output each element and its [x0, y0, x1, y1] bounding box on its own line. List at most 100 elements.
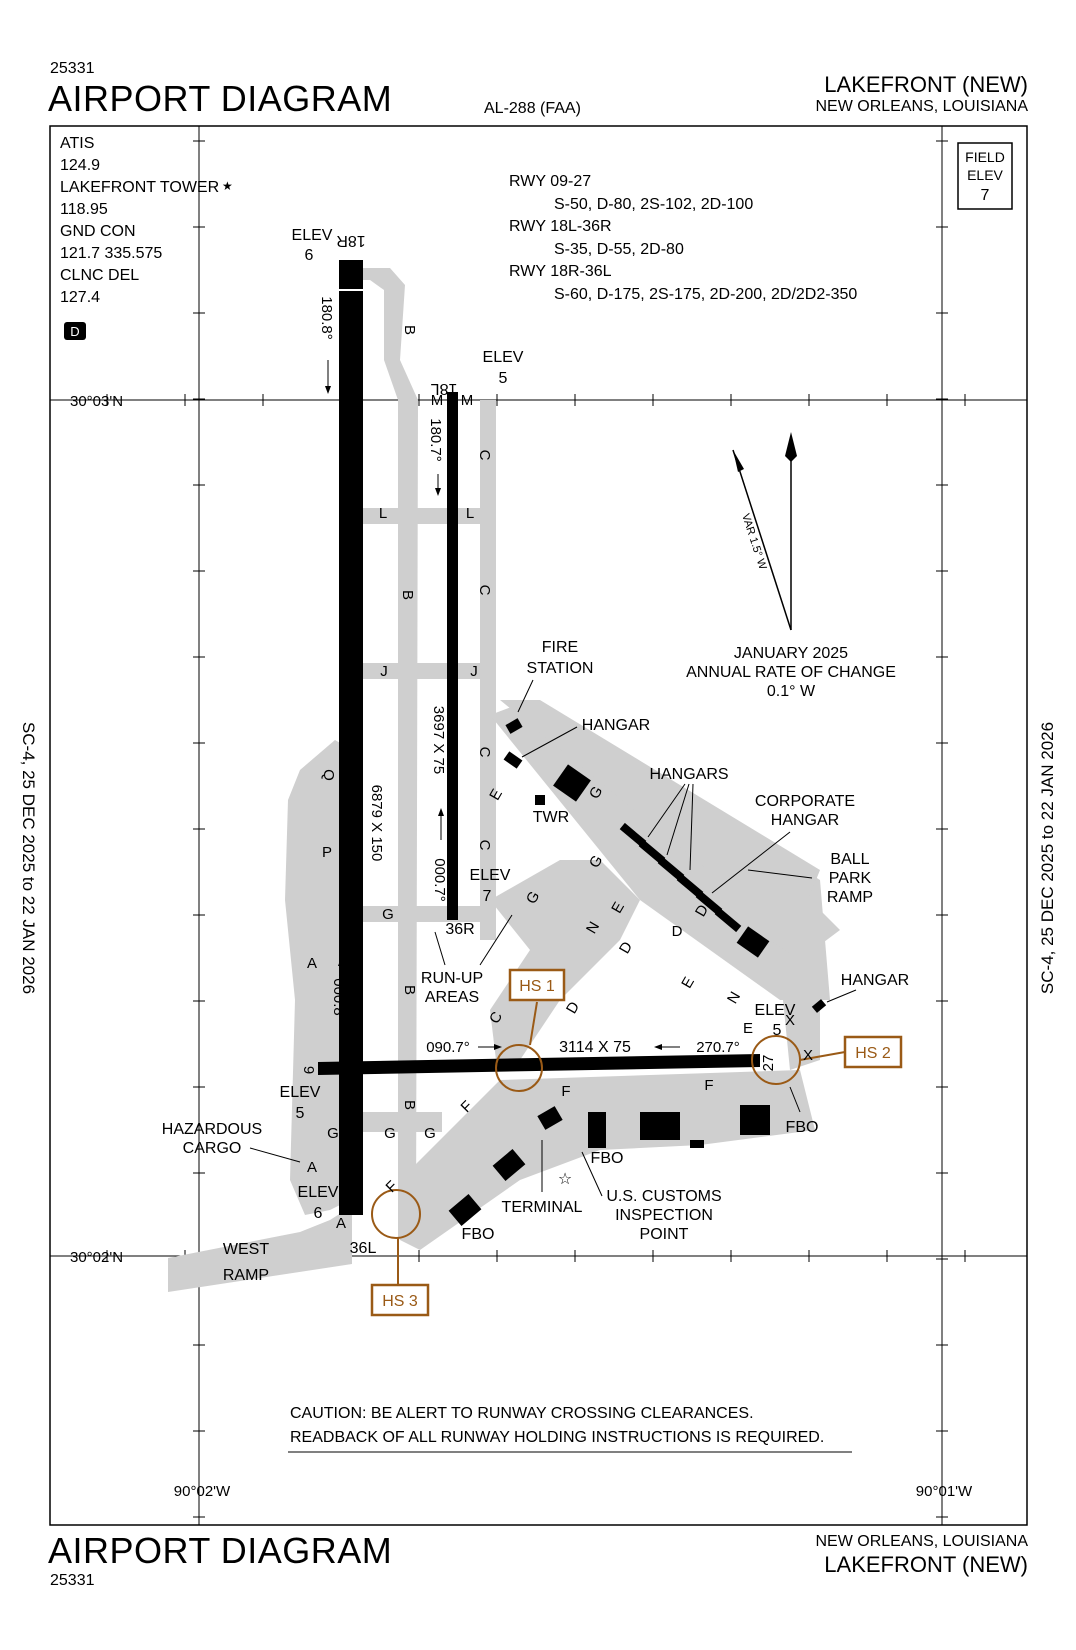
runway-end-9: 9: [300, 1066, 317, 1074]
hangar-building-small: [811, 999, 827, 1013]
runway-18r-36l-dimensions: 6879 X 150: [368, 785, 385, 862]
chart-id: 25331: [50, 60, 95, 77]
fire-station-building: [505, 718, 523, 734]
hot-spot-1-circle: [495, 1044, 543, 1092]
corporate-hangar-leader: [711, 831, 791, 894]
fbo-building-b: [740, 1105, 770, 1135]
runway-09-27-dimensions: 3114 X 75: [559, 1039, 631, 1056]
taxiway-c-label-4: C: [476, 840, 493, 851]
heading-090-7: 090.7°: [426, 1039, 470, 1056]
runway-end-36r: 36R: [445, 921, 474, 938]
taxiway-h-e-pavement: [490, 860, 640, 1060]
atis-label: ATIS: [60, 135, 94, 152]
elev-18l-value: 5: [499, 370, 508, 387]
twr-label: TWR: [533, 809, 569, 826]
runway-end-27: 27: [760, 1055, 777, 1072]
taxiway-e-label-3: E: [678, 974, 698, 991]
terminal-building-a: [537, 1106, 563, 1130]
hot-spot-2-label: HS 2: [855, 1045, 891, 1062]
taxiway-l-label-1: M: [431, 392, 444, 409]
hangars-leader-2: [666, 783, 690, 856]
tower-frequency: 118.95: [60, 201, 108, 218]
taxiway-c-label-2: C: [476, 585, 493, 596]
taxiway-n-label: N: [724, 989, 744, 1007]
corporate-hangar-label-1: CORPORATE: [755, 793, 855, 810]
var-label: VAR 1.5° W: [739, 512, 769, 571]
hot-spot-1-leader: [529, 1001, 538, 1046]
taxiway-a-pavement: [285, 740, 352, 1215]
footer-airport-name: LAKEFRONT (NEW): [824, 1552, 1028, 1577]
taxiway-e-label-4: E: [743, 1020, 753, 1037]
field-elev-line2: ELEV: [967, 167, 1003, 183]
taxiway-f-label-2: F: [704, 1077, 713, 1094]
grid-ticks: [106, 140, 966, 1518]
frequency-block: ATIS 124.9 LAKEFRONT TOWER ★ 118.95 GND …: [60, 135, 233, 340]
heading-000-7: 000.7°: [431, 858, 448, 902]
customs-label-3: POINT: [640, 1226, 689, 1243]
fbo-building-d: [448, 1193, 482, 1227]
hazardous-cargo-label-1: HAZARDOUS: [162, 1121, 262, 1138]
taxiway-a-label-1: A: [307, 955, 317, 972]
clearance-label: CLNC DEL: [60, 267, 139, 284]
hangars-leader-1: [647, 783, 686, 838]
run-up-leader-1: [434, 931, 446, 966]
elev-36l-value: 6: [314, 1205, 323, 1222]
hot-spot-2-leader: [799, 1051, 846, 1061]
taxiway-h-label-2: G: [382, 906, 394, 923]
taxiway-l-label-2: M: [461, 392, 474, 409]
elev-27-value: 5: [773, 1022, 782, 1039]
taxiway-g-label-2: G: [384, 1125, 396, 1142]
customs-label-1: U.S. CUSTOMS: [606, 1188, 721, 1205]
heading-270-7-arrowhead-icon: [654, 1044, 662, 1050]
hangar-row-building: [638, 839, 666, 865]
hot-spot-3-box: [370, 1283, 430, 1317]
taxiway-c-label-1: C: [476, 450, 493, 461]
heading-000-7-arrowhead-icon: [438, 808, 444, 816]
rwy-09-27-label: RWY 09-27: [509, 173, 591, 190]
ball-park-leader: [747, 869, 813, 879]
hangars-row: [619, 822, 742, 933]
fire-station-label-2: STATION: [527, 660, 594, 677]
taxiway-d-label-4: D: [563, 999, 583, 1017]
rwy-18l-36r-label: RWY 18L-36R: [509, 218, 612, 235]
terminal-label: TERMINAL: [502, 1199, 583, 1216]
heading-000-8-arrowhead-icon: [338, 958, 344, 966]
runway-18l-36r: [447, 392, 458, 920]
hangar-north-leader: [521, 726, 578, 758]
heading-180-8-arrowhead-icon: [325, 386, 331, 394]
hangar-building-large: [553, 764, 591, 802]
buildings: [448, 718, 827, 1227]
elev-27-label: ELEV: [755, 1002, 796, 1019]
heading-090-7-arrowhead-icon: [494, 1044, 502, 1050]
taxiway-j-label-2: J: [470, 663, 478, 680]
ball-park-label-1: BALL: [830, 851, 869, 868]
taxiway-g-pavement: [352, 1112, 442, 1132]
customs-label-2: INSPECTION: [615, 1207, 713, 1224]
elev-18l-label: ELEV: [483, 349, 524, 366]
d-badge-label: D: [70, 324, 79, 339]
map-frame: [49, 125, 1028, 1526]
latitude-label-north: 30°03'N: [70, 393, 123, 410]
runway-18r-36l: [339, 260, 363, 1215]
run-up-label-1: RUN-UP: [421, 970, 483, 987]
hangar-east-leader: [826, 989, 857, 1003]
runway-end-18r: 18R: [336, 232, 365, 249]
elev-36l-label: ELEV: [298, 1184, 339, 1201]
taxiway-d-label-1: D: [616, 939, 636, 957]
hot-spot-1-label: HS 1: [519, 978, 555, 995]
west-ramp-label-2: RAMP: [223, 1267, 269, 1284]
taxiway-labels: B M M C L L B C J J C Q E C P G G G E N …: [307, 325, 813, 1232]
hangars-leader-3: [689, 783, 694, 871]
west-ramp-pavement: [168, 1206, 352, 1292]
ball-park-label-2: PARK: [829, 870, 872, 887]
magnetic-north-arrow-icon: [733, 450, 744, 472]
airport-name: LAKEFRONT (NEW): [824, 72, 1028, 97]
taxiway-h-pavement: [352, 906, 492, 922]
heading-180-8: 180.8°: [318, 296, 335, 340]
longitude-label-west: 90°02'W: [174, 1483, 231, 1500]
fbo-label-1: FBO: [591, 1150, 624, 1167]
hot-spot-3-circle: [371, 1189, 421, 1239]
heading-000-8: 000.8°: [330, 978, 347, 1022]
caution-line-1: CAUTION: BE ALERT TO RUNWAY CROSSING CLE…: [290, 1405, 754, 1422]
